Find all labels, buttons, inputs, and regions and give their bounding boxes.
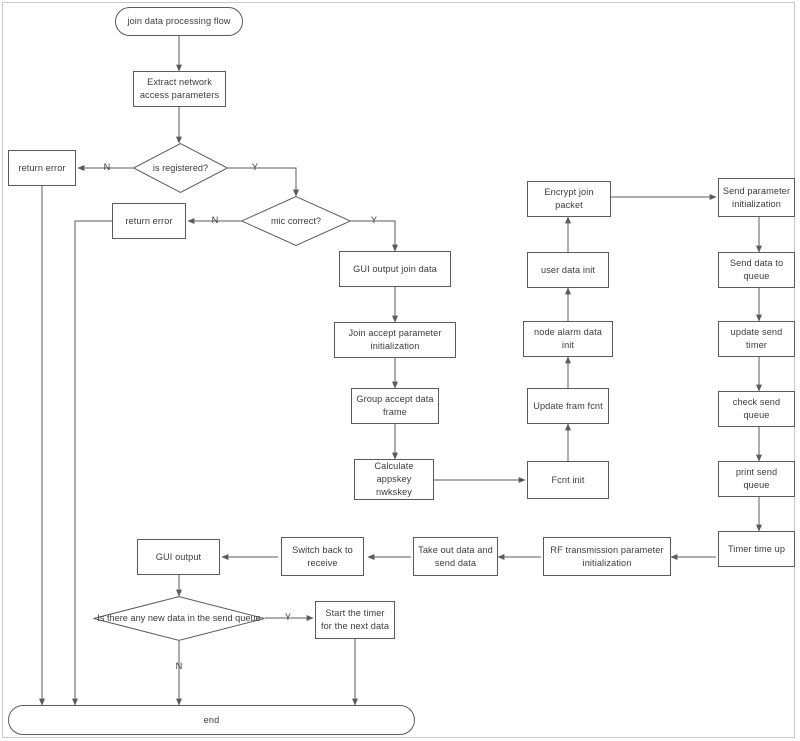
node-node-alarm-data-init[interactable]: node alarm data init bbox=[523, 321, 613, 357]
node-rf-transmission-parameter-initialization-label: RF transmission parameter initialization bbox=[550, 544, 664, 568]
node-calculate-appskey-nwkskey[interactable]: Calculate appskey nwkskey bbox=[354, 459, 434, 500]
node-timer-time-up-label: Timer time up bbox=[727, 543, 786, 554]
node-mic-correct-label: mic correct? bbox=[270, 215, 322, 226]
node-fcnt-init[interactable]: Fcnt init bbox=[527, 461, 609, 499]
node-print-send-queue-label: print send queue bbox=[735, 467, 778, 490]
node-update-fram-fcnt-label: Update fram fcnt bbox=[533, 400, 603, 411]
node-fcnt-init-label: Fcnt init bbox=[551, 474, 585, 485]
node-is-there-any-new-data-label: Is there any new data in the send queue bbox=[97, 613, 261, 623]
node-extract-network-access-parameters[interactable]: Extract network access parameters bbox=[133, 71, 226, 107]
diamond-shape-is-registered bbox=[133, 143, 228, 193]
edge-label-registered-yes: Y bbox=[248, 162, 262, 173]
node-group-accept-data-frame[interactable]: Group accept data frame bbox=[351, 388, 439, 424]
node-check-send-queue-label: check send queue bbox=[732, 397, 781, 420]
edge-label-mic-yes: Y bbox=[367, 215, 381, 226]
node-group-accept-data-frame-label: Group accept data frame bbox=[356, 394, 434, 417]
node-start-the-timer-for-next-data-label: Start the timer for the next data bbox=[320, 608, 390, 631]
node-send-parameter-initialization-label: Send parameter initialization bbox=[722, 185, 791, 209]
edge-label-registered-no-text: N bbox=[103, 162, 111, 172]
node-mic-correct[interactable]: mic correct? bbox=[241, 196, 351, 246]
node-user-data-init[interactable]: user data init bbox=[527, 252, 609, 288]
node-take-out-data-and-send-data[interactable]: Take out data and send data bbox=[413, 537, 498, 576]
node-end[interactable]: end bbox=[8, 705, 415, 735]
node-start-the-timer-for-next-data[interactable]: Start the timer for the next data bbox=[315, 601, 395, 639]
node-take-out-data-and-send-data-label: Take out data and send data bbox=[418, 544, 493, 568]
node-switch-back-to-receive[interactable]: Switch back to receive bbox=[281, 537, 364, 576]
node-is-there-any-new-data[interactable]: Is there any new data in the send queue bbox=[93, 596, 265, 641]
node-return-error-2[interactable]: return error bbox=[112, 203, 186, 239]
node-gui-output-label: GUI output bbox=[155, 551, 202, 562]
node-start-label: join data processing flow bbox=[127, 16, 231, 26]
node-rf-transmission-parameter-initialization[interactable]: RF transmission parameter initialization bbox=[543, 537, 671, 576]
edge-label-registered-no: N bbox=[100, 162, 114, 173]
node-node-alarm-data-init-label: node alarm data init bbox=[534, 327, 602, 350]
node-end-label: end bbox=[203, 714, 220, 725]
edge-label-newdata-no: N bbox=[172, 661, 186, 672]
edge-label-mic-yes-text: Y bbox=[370, 215, 378, 225]
node-update-fram-fcnt[interactable]: Update fram fcnt bbox=[527, 388, 609, 424]
edge-label-newdata-yes-text: Y bbox=[284, 612, 292, 622]
node-user-data-init-label: user data init bbox=[540, 264, 595, 275]
node-return-error-2-label: return error bbox=[125, 215, 173, 226]
diamond-shape-mic-correct bbox=[241, 196, 351, 246]
node-gui-output-join-data[interactable]: GUI output join data bbox=[339, 251, 451, 287]
node-gui-output-join-data-label: GUI output join data bbox=[353, 263, 437, 274]
node-gui-output[interactable]: GUI output bbox=[137, 539, 220, 575]
edge-label-newdata-yes: Y bbox=[281, 612, 295, 623]
node-print-send-queue[interactable]: print send queue bbox=[718, 461, 795, 497]
node-start[interactable]: join data processing flow bbox=[115, 7, 243, 36]
edge-label-mic-no-text: N bbox=[211, 215, 219, 225]
node-extract-network-access-parameters-label: Extract network access parameters bbox=[139, 77, 220, 100]
node-join-accept-parameter-initialization-label: Join accept parameter initialization bbox=[348, 328, 442, 351]
node-timer-time-up[interactable]: Timer time up bbox=[718, 531, 795, 567]
node-calculate-appskey-nwkskey-label: Calculate appskey nwkskey bbox=[374, 461, 414, 497]
node-update-send-timer[interactable]: update send timer bbox=[718, 321, 795, 357]
edge-label-mic-no: N bbox=[208, 215, 222, 226]
node-is-registered-label: is registered? bbox=[152, 162, 209, 173]
edge-label-newdata-no-text: N bbox=[175, 661, 183, 671]
node-send-data-to-queue[interactable]: Send data to queue bbox=[718, 252, 795, 288]
node-switch-back-to-receive-label: Switch back to receive bbox=[292, 544, 353, 568]
node-check-send-queue[interactable]: check send queue bbox=[718, 391, 795, 427]
diamond-shape-any-new-data bbox=[93, 596, 265, 641]
node-return-error-1[interactable]: return error bbox=[8, 150, 76, 186]
node-encrypt-join-packet-label: Encrypt join packet bbox=[544, 187, 594, 210]
node-send-data-to-queue-label: Send data to queue bbox=[729, 258, 784, 281]
node-send-parameter-initialization[interactable]: Send parameter initialization bbox=[718, 178, 795, 217]
node-is-registered[interactable]: is registered? bbox=[133, 143, 228, 193]
node-join-accept-parameter-initialization[interactable]: Join accept parameter initialization bbox=[334, 322, 456, 358]
node-update-send-timer-label: update send timer bbox=[730, 327, 783, 350]
edge-label-registered-yes-text: Y bbox=[251, 162, 259, 172]
node-return-error-1-label: return error bbox=[18, 162, 66, 173]
node-encrypt-join-packet[interactable]: Encrypt join packet bbox=[527, 181, 611, 217]
